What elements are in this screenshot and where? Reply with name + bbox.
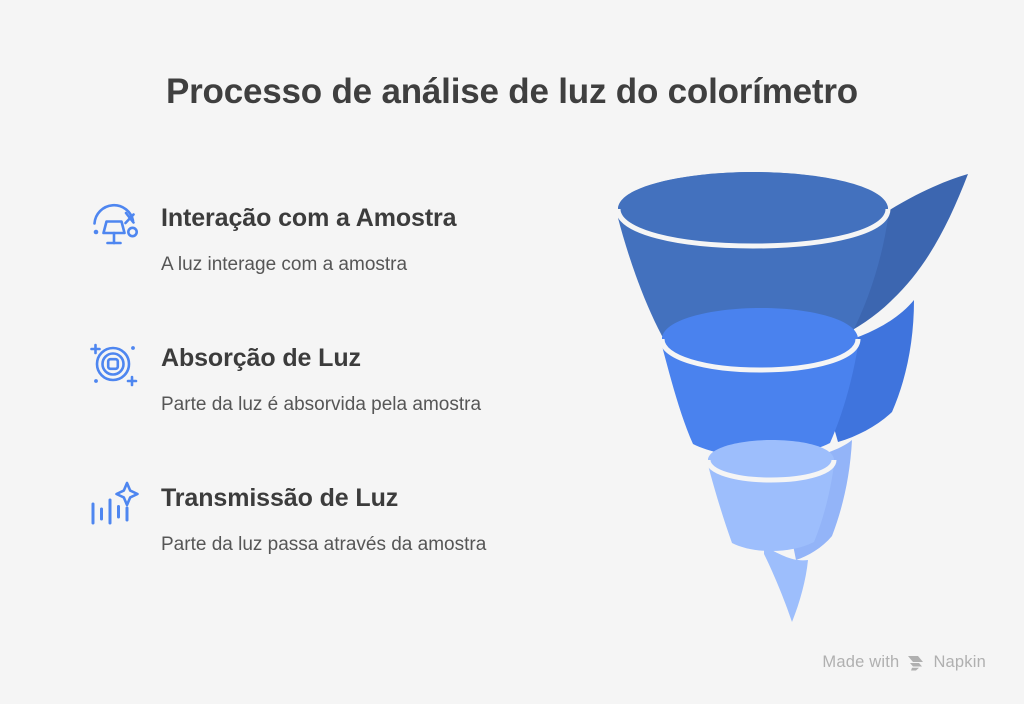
step-description-3: Parte da luz passa através da amostra — [161, 534, 487, 555]
funnel-segment-1 — [615, 172, 968, 352]
concentric-target-icon — [86, 336, 142, 392]
step-heading-3: Transmissão de Luz — [161, 484, 399, 512]
step-item-1: Interação com a Amostra A luz interage c… — [86, 192, 586, 332]
funnel-segment-3 — [705, 440, 852, 622]
step-item-3: Transmissão de Luz Parte da luz passa at… — [86, 472, 586, 612]
step-heading-2: Absorção de Luz — [161, 344, 361, 372]
watermark-prefix: Made with — [822, 652, 900, 671]
steps-list: Interação com a Amostra A luz interage c… — [86, 192, 586, 612]
funnel-segment-2 — [659, 300, 914, 457]
step-description-1: A luz interage com a amostra — [161, 254, 408, 275]
bars-sparkle-icon — [86, 476, 142, 532]
step-description-2: Parte da luz é absorvida pela amostra — [161, 394, 482, 415]
lamp-light-icon — [86, 196, 142, 252]
watermark-brand: Napkin — [933, 652, 986, 671]
spiral-funnel-graphic — [596, 160, 996, 640]
napkin-watermark: Made with Napkin — [822, 652, 986, 672]
step-heading-1: Interação com a Amostra — [161, 204, 457, 232]
napkin-stripes-logo-icon — [906, 652, 926, 672]
step-item-2: Absorção de Luz Parte da luz é absorvida… — [86, 332, 586, 472]
page-title: Processo de análise de luz do colorímetr… — [165, 72, 858, 111]
